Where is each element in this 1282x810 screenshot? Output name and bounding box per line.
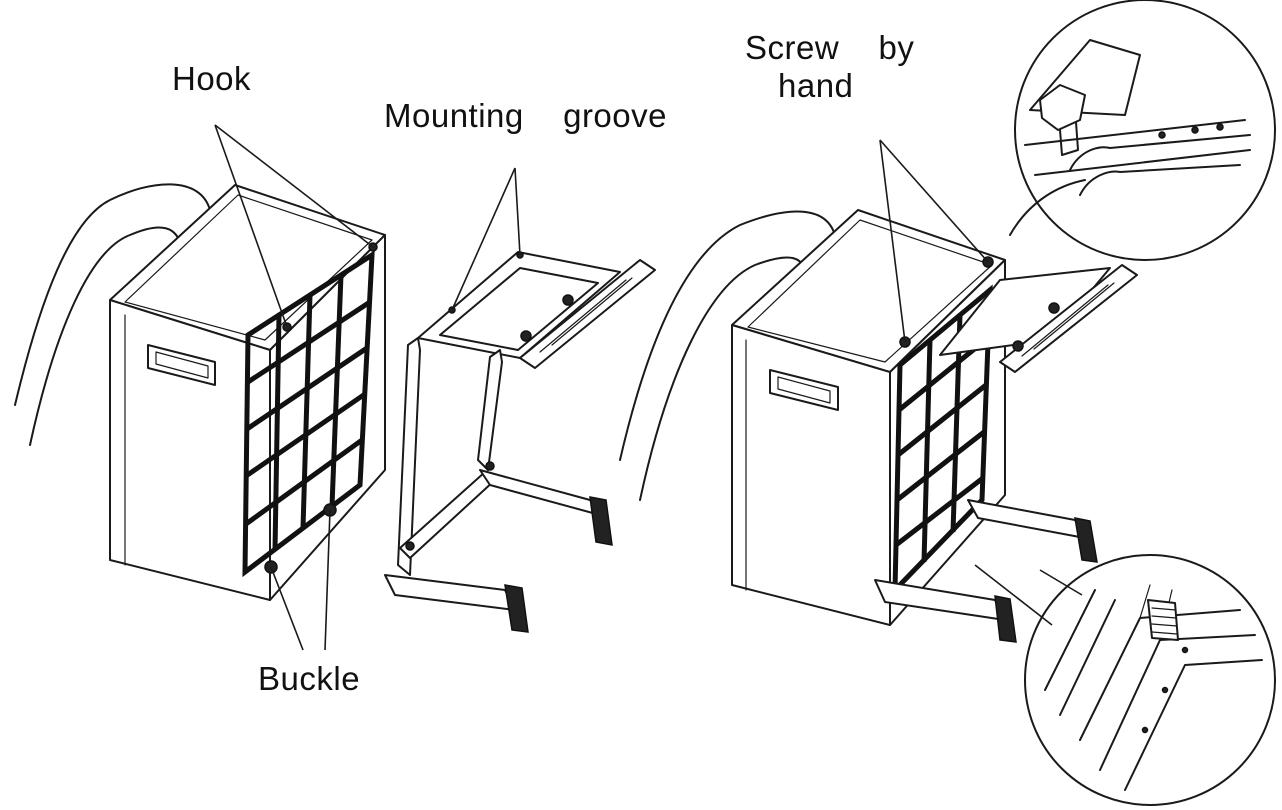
label-hook: Hook [172,60,252,97]
hose-left [14,183,211,406]
detail-circle-top [1009,0,1276,261]
label-buckle: Buckle [258,660,361,697]
label-screw-by-hand-line1: Screw by [745,29,915,66]
foot-pad-1 [504,584,529,633]
hand-screw-knob [1039,84,1086,131]
label-screw-by-hand-line2: hand [778,67,854,104]
mounting-bracket [384,251,656,633]
filter-mesh-left [242,250,375,578]
label-mounting-groove: Mounting groove [384,97,667,134]
foot-pad-2 [589,496,613,546]
unit-right-assembled [619,209,1138,643]
detail-circle-bottom [1024,554,1276,806]
unit-left [14,183,386,601]
hose-right [619,210,837,461]
leader-lines [214,124,1083,651]
